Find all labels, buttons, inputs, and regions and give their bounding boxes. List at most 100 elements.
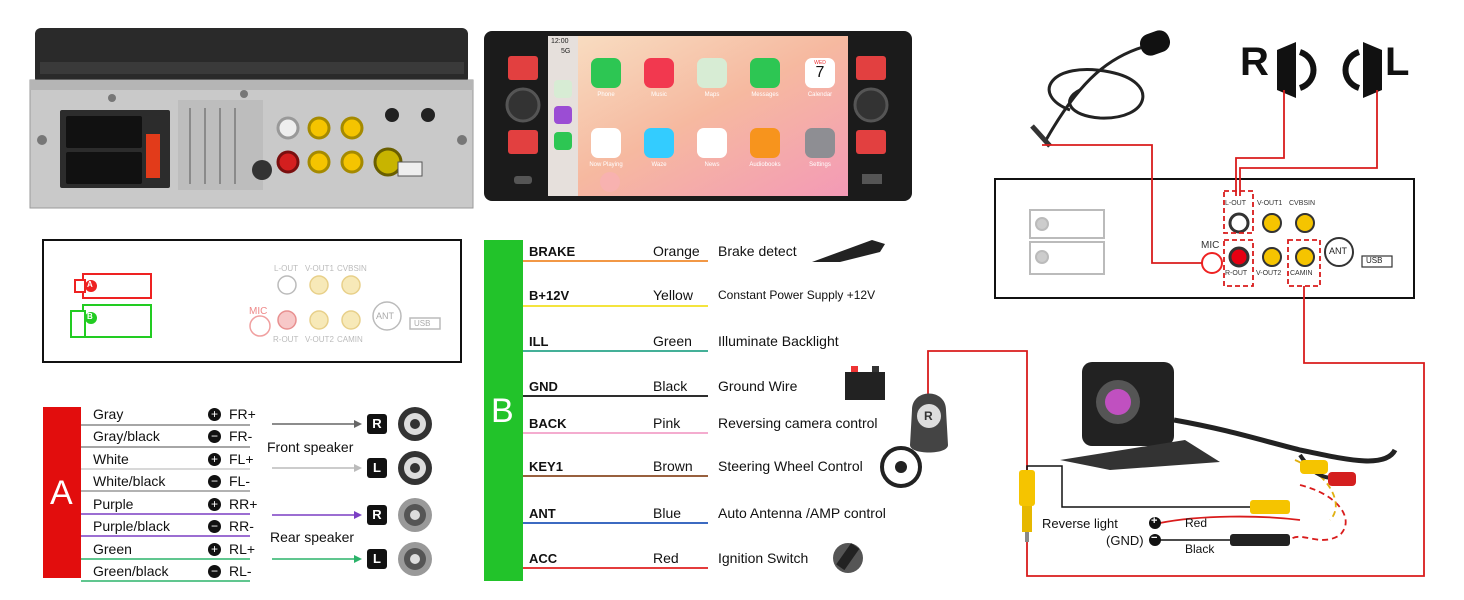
wire-b-7-color: Blue xyxy=(653,505,682,521)
wire-b-5-signal: BACK xyxy=(529,416,567,431)
speaker-l-icon xyxy=(1342,42,1382,98)
minus-icon: − xyxy=(208,565,221,578)
rca-plug-yellow xyxy=(1019,470,1035,542)
small-vout2-label: V-OUT2 xyxy=(305,335,334,344)
wire-a-8-name: Green/black xyxy=(93,563,169,579)
wire-a-1-pin: FR+ xyxy=(229,406,256,422)
minus-icon: − xyxy=(1151,532,1158,544)
wire-b-4-color: Black xyxy=(653,378,688,394)
large-connector-outline xyxy=(1029,209,1105,275)
large-vout1-label: V-OUT1 xyxy=(1257,200,1283,207)
plus-icon: + xyxy=(208,543,221,556)
wire-b-3-color: Green xyxy=(653,333,692,349)
app-label-messages[interactable]: Messages xyxy=(751,92,779,98)
section-b-letter: B xyxy=(491,392,514,430)
wire-b-6-signal: KEY1 xyxy=(529,459,563,474)
large-camin-label: CAMIN xyxy=(1290,270,1313,277)
app-label-phone[interactable]: Phone xyxy=(597,92,615,98)
wire-a-4-name: White/black xyxy=(93,473,166,489)
app-label-settings[interactable]: Settings xyxy=(809,162,831,168)
wire-a-8-pin: RL- xyxy=(229,563,252,579)
plus-icon: + xyxy=(1151,515,1158,527)
status-time: 12:00 xyxy=(551,38,569,45)
plus-minus-markers xyxy=(1149,517,1161,546)
wire-b-4-signal: GND xyxy=(529,379,558,394)
wire-a-1-name: Gray xyxy=(93,406,124,422)
section-b-bar xyxy=(484,240,523,581)
small-rout-label: R-OUT xyxy=(273,335,299,344)
reverse-light-label: Reverse light xyxy=(1042,516,1118,531)
rear-panel-small-frame xyxy=(42,239,462,363)
small-connector-a xyxy=(74,273,152,299)
small-cvbsin-label: CVBSIN xyxy=(337,264,367,273)
wire-b-6-color: Brown xyxy=(653,458,693,474)
dashed-highlights xyxy=(1223,190,1321,287)
wire-b-7-desc: Auto Antenna /AMP control xyxy=(718,505,886,521)
head-unit-front xyxy=(484,31,912,201)
wire-a-3-pin: FL+ xyxy=(229,451,254,467)
badge-front-l: L xyxy=(367,458,387,478)
wire-b-8-color: Red xyxy=(653,550,679,566)
minus-icon: − xyxy=(208,475,221,488)
wire-a-5-name: Purple xyxy=(93,496,134,512)
wire-a-5-pin: RR+ xyxy=(229,496,258,512)
wire-b-5-color: Pink xyxy=(653,415,681,431)
gnd-label: (GND) xyxy=(1106,533,1144,548)
small-rear-jacks xyxy=(249,275,441,337)
front-speaker-label: Front speaker xyxy=(267,439,354,455)
black-wire-label: Black xyxy=(1185,542,1215,556)
small-usb-label: USB xyxy=(414,319,431,328)
plus-icon: + xyxy=(208,408,221,421)
large-mic-label: MIC xyxy=(1201,240,1220,251)
wire-b-1-signal: BRAKE xyxy=(529,244,576,259)
calendar-day: 7 xyxy=(815,64,825,81)
section-b-icons xyxy=(812,240,922,573)
section-a-wire-lines xyxy=(81,424,250,582)
small-lout-label: L-OUT xyxy=(274,264,298,273)
large-usb-label: USB xyxy=(1366,256,1383,265)
calendar-weekday: WED xyxy=(814,60,826,66)
small-connector-b xyxy=(70,304,152,338)
red-wire-label: Red xyxy=(1185,516,1208,530)
app-label-audiobooks[interactable]: Audiobooks xyxy=(749,162,781,168)
small-mic-label: MIC xyxy=(249,306,268,317)
app-label-music[interactable]: Music xyxy=(651,92,667,98)
app-label-maps[interactable]: Maps xyxy=(704,92,720,98)
wire-b-3-signal: ILL xyxy=(529,334,549,349)
wire-b-2-desc: Constant Power Supply +12V xyxy=(718,288,876,302)
wire-b-4-desc: Ground Wire xyxy=(718,378,798,394)
badge-rear-l: L xyxy=(367,549,387,569)
large-ant-label: ANT xyxy=(1329,246,1347,256)
minus-icon: − xyxy=(208,430,221,443)
dashed-red-link xyxy=(1289,484,1347,541)
large-rout-label: R-OUT xyxy=(1225,270,1248,277)
section-a-bar xyxy=(43,407,81,578)
wire-a-4-pin: FL- xyxy=(229,473,250,489)
section-b-wire-lines xyxy=(523,260,708,569)
red-wiring xyxy=(927,90,1425,577)
large-vout2-label: V-OUT2 xyxy=(1256,270,1282,277)
carplay-icons xyxy=(554,58,835,192)
speaker-r-icon xyxy=(1277,42,1317,98)
wire-b-3-desc: Illuminate Backlight xyxy=(718,333,839,349)
rear-panel-large-frame xyxy=(994,178,1415,299)
app-label-waze[interactable]: Waze xyxy=(651,162,667,168)
wire-b-8-desc: Ignition Switch xyxy=(718,550,809,566)
large-rear-jacks xyxy=(1201,212,1393,274)
app-label-news[interactable]: News xyxy=(704,162,720,168)
wire-b-2-signal: B+12V xyxy=(529,288,570,303)
speaker-arrows xyxy=(272,420,362,563)
badge-front-r: R xyxy=(367,414,387,434)
small-vout1-label: V-OUT1 xyxy=(305,264,334,273)
app-label-now-playing[interactable]: Now Playing xyxy=(589,162,623,168)
gear-shift-icon xyxy=(910,393,948,453)
wire-a-7-name: Green xyxy=(93,541,132,557)
wire-b-1-color: Orange xyxy=(653,243,700,259)
wire-a-7-pin: RL+ xyxy=(229,541,256,557)
wire-a-6-name: Purple/black xyxy=(93,518,171,534)
wire-b-6-desc: Steering Wheel Control xyxy=(718,458,863,474)
wire-b-8-signal: ACC xyxy=(529,551,558,566)
app-label-calendar[interactable]: Calendar xyxy=(807,92,833,98)
wire-a-2-pin: FR- xyxy=(229,428,253,444)
